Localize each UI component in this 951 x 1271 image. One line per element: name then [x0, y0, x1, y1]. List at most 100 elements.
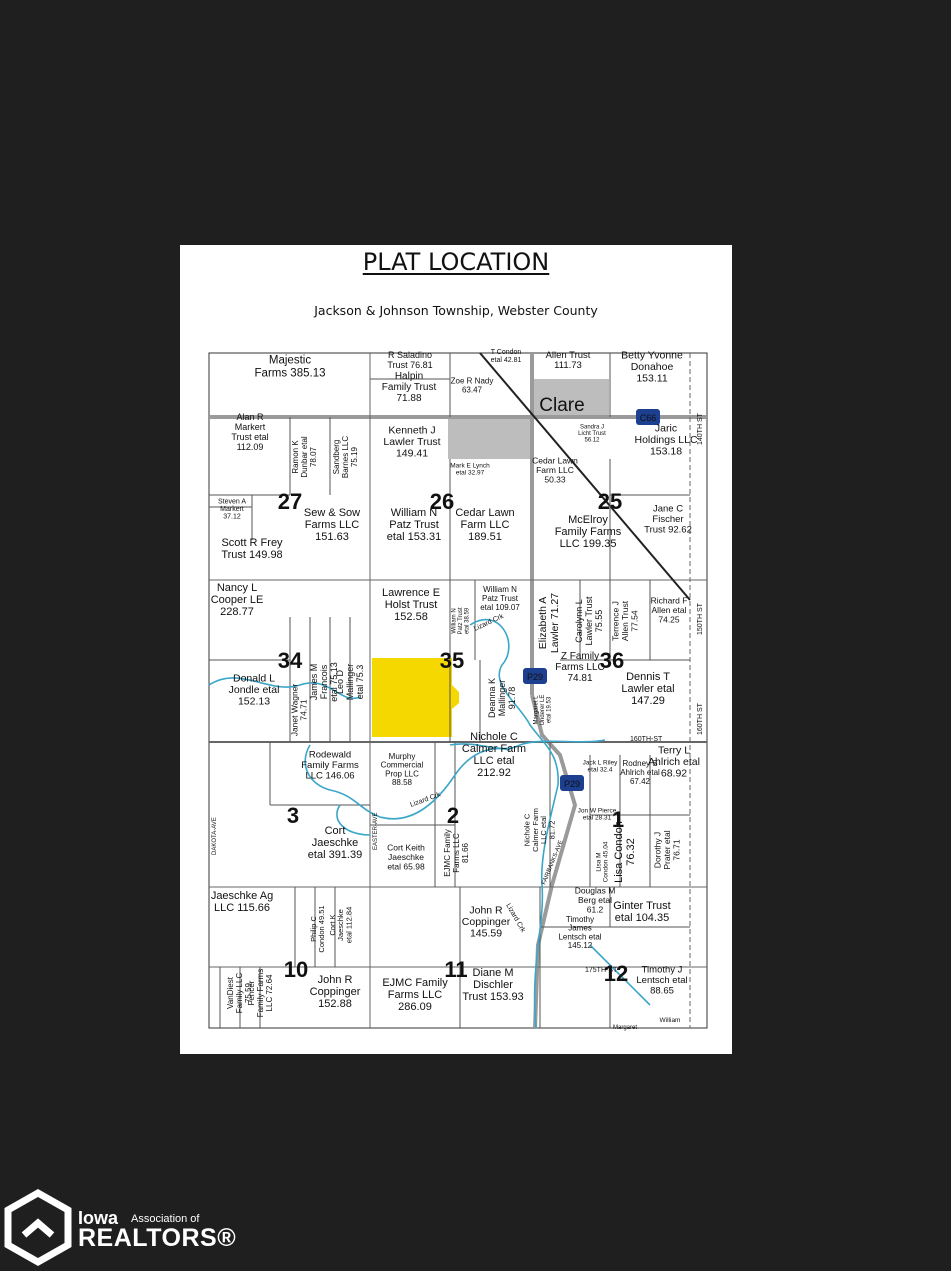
parcel-label: Ramon KDunbar etal78.07 [291, 436, 318, 478]
section-number: 10 [284, 957, 308, 982]
parcel-label: Janet Wagner74.71 [289, 684, 308, 737]
street-label: 160TH ST [697, 702, 704, 735]
parcel-label: Dorothy JPrater etal76.71 [653, 830, 682, 869]
parcel-lines [209, 353, 690, 1028]
section-number: 12 [604, 961, 628, 986]
parcel-label: Cort KJaeschkeetal 112.84 [328, 907, 354, 944]
section-number: 26 [430, 489, 454, 514]
street-label: 175TH-ST [585, 967, 618, 974]
street-label: 150TH ST [697, 602, 704, 635]
parcel-label: Lisa Condon76.32 [613, 821, 637, 883]
route-label: P29 [527, 672, 543, 682]
subject-parcel [372, 658, 459, 737]
clare-town-area [448, 419, 532, 459]
map-frame [208, 352, 708, 1029]
parcel-label: Leo DMallingeretal 75.3 [335, 664, 365, 701]
logo-iowa-text: Iowa [78, 1208, 119, 1228]
parcel-label: VanDiestFamily LLC75.59 [226, 973, 253, 1014]
parcel-label: Elizabeth ALawler 71.27 [537, 593, 561, 653]
section-number: 1 [612, 807, 624, 832]
plat-subtitle: Jackson & Johnson Township, Webster Coun… [314, 303, 598, 318]
parcel-label: Margaret LUnderer LEetal 19.53 [533, 695, 552, 726]
parcel-label: SandbergBarnes LLC75.19 [332, 436, 359, 478]
lizard-creek [208, 618, 651, 1029]
railroad [479, 352, 691, 601]
town-label: Clare [539, 395, 584, 416]
street-label: 160TH-ST [630, 736, 663, 743]
section-number: 11 [444, 957, 467, 982]
realtors-hex-icon [4, 1188, 72, 1267]
parcel-label: Carolynn LLawler Trust75.55 [574, 596, 604, 646]
section-number: 35 [440, 648, 464, 673]
logo-realtors-text: REALTORS® [78, 1224, 237, 1252]
route-label: P29 [564, 779, 580, 789]
route-badge-p29: P29 [560, 775, 584, 791]
parcel-label: William NPatz Trustetal 38.59 [451, 607, 470, 634]
section-number: 3 [287, 803, 299, 828]
logo-association-text: Association of [131, 1213, 200, 1225]
section-number: 36 [600, 648, 624, 673]
route-label: C66 [640, 413, 657, 423]
section-number: 34 [278, 648, 303, 673]
parcel-label: Margaret [613, 1025, 637, 1031]
route-badge-c66: C66 [636, 409, 660, 425]
plat-sheet: PLAT LOCATION Jackson & Johnson Township… [180, 245, 732, 1054]
clare-town-area [531, 379, 609, 415]
street-label: DAKOTA-AVE [212, 817, 218, 855]
parcel-label: Terrence JAllen Trust77.54 [611, 600, 640, 641]
parcel-label: William [660, 1017, 681, 1024]
route-badge-p29: P29 [523, 668, 547, 684]
section-number: 25 [598, 489, 622, 514]
plat-map: C66 P29 P29 Clare 140TH ST 150TH ST 160T… [208, 349, 708, 1031]
section-number: 27 [278, 489, 302, 514]
street-label: EASTER-AVE [373, 812, 379, 850]
parcel-label: Nichole CCalmer FarmLLC etal81.72 [523, 808, 557, 852]
parcel-label: Deanna KMallinger91.78 [487, 678, 517, 718]
section-number: 2 [447, 803, 459, 828]
parcel-label: EJMC FamilyFarms LLC81.66 [443, 829, 470, 877]
